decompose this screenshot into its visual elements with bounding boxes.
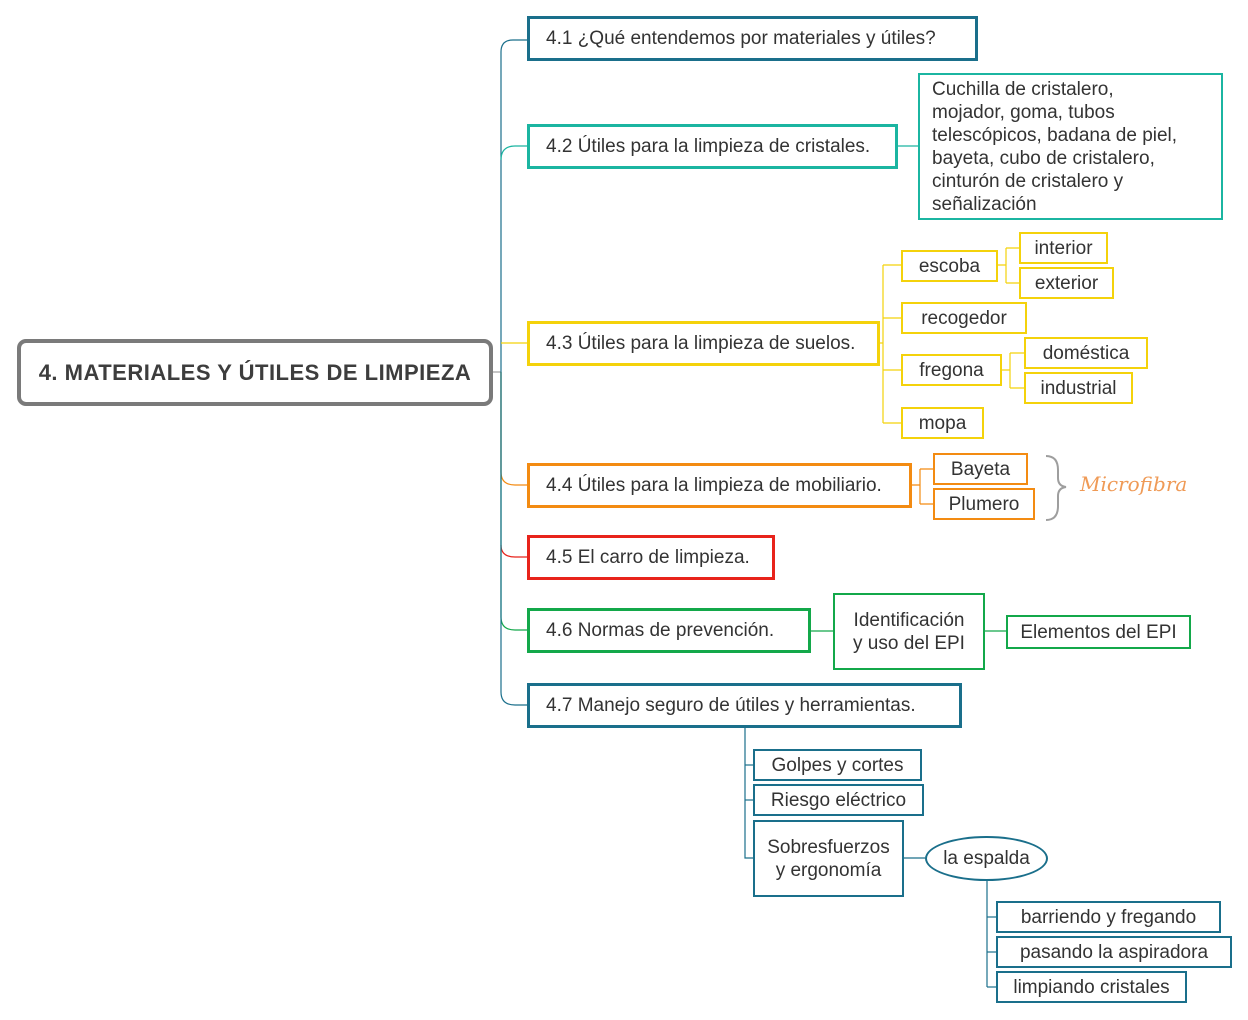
branch-4-4-label: 4.4 Útiles para la limpieza de mobiliari… <box>546 475 882 496</box>
detail-line: cinturón de cristalero y <box>932 170 1124 192</box>
node-bayeta[interactable]: Bayeta <box>933 453 1028 485</box>
node-exterior[interactable]: exterior <box>1019 267 1114 299</box>
node-exterior-label: exterior <box>1034 272 1099 294</box>
node-escoba-label: escoba <box>918 255 981 277</box>
node-fregona[interactable]: fregona <box>901 354 1002 386</box>
node-sobresfuerzos-line1: Sobresfuerzos <box>767 836 890 858</box>
branch-4-6[interactable]: 4.6 Normas de prevención. <box>527 608 811 653</box>
node-riesgo-label: Riesgo eléctrico <box>770 789 907 811</box>
node-recogedor-label: recogedor <box>921 307 1007 329</box>
branch-4-1[interactable]: 4.1 ¿Qué entendemos por materiales y úti… <box>527 16 978 61</box>
branch-4-2[interactable]: 4.2 Útiles para la limpieza de cristales… <box>527 124 898 169</box>
node-elementos-label: Elementos del EPI <box>1020 621 1177 643</box>
cristales-tools-detail[interactable]: Cuchilla de cristalero, mojador, goma, t… <box>918 73 1223 220</box>
node-cristales[interactable]: limpiando cristales <box>996 971 1187 1003</box>
node-domestica-label: doméstica <box>1042 342 1130 364</box>
node-interior[interactable]: interior <box>1019 232 1108 264</box>
node-escoba[interactable]: escoba <box>901 250 998 282</box>
node-fregona-label: fregona <box>919 359 984 381</box>
node-barriendo-label: barriendo y fregando <box>1020 906 1197 928</box>
brace-shape <box>1045 455 1067 521</box>
detail-line: Cuchilla de cristalero, <box>932 78 1114 100</box>
branch-4-1-label: 4.1 ¿Qué entendemos por materiales y úti… <box>546 28 936 49</box>
detail-line: señalización <box>932 193 1037 215</box>
node-sobresfuerzos[interactable]: Sobresfuerzos y ergonomía <box>753 820 904 897</box>
branch-4-7-label: 4.7 Manejo seguro de útiles y herramient… <box>546 695 916 716</box>
node-mopa[interactable]: mopa <box>901 407 984 439</box>
branch-4-7[interactable]: 4.7 Manejo seguro de útiles y herramient… <box>527 683 962 728</box>
detail-line: mojador, goma, tubos <box>932 101 1115 123</box>
node-plumero[interactable]: Plumero <box>933 488 1035 520</box>
node-identificacion-epi[interactable]: Identificación y uso del EPI <box>833 593 985 670</box>
branch-4-6-label: 4.6 Normas de prevención. <box>546 620 775 641</box>
node-plumero-label: Plumero <box>948 493 1020 515</box>
root-topic-label: 4. MATERIALES Y ÚTILES DE LIMPIEZA <box>38 360 472 385</box>
node-golpes-label: Golpes y cortes <box>771 754 904 776</box>
node-recogedor[interactable]: recogedor <box>901 302 1027 334</box>
branch-4-3-label: 4.3 Útiles para la limpieza de suelos. <box>546 333 856 354</box>
node-golpes[interactable]: Golpes y cortes <box>753 749 922 781</box>
node-espalda[interactable]: la espalda <box>925 836 1048 881</box>
node-barriendo[interactable]: barriendo y fregando <box>996 901 1221 933</box>
branch-4-5-label: 4.5 El carro de limpieza. <box>546 547 750 568</box>
branch-4-3[interactable]: 4.3 Útiles para la limpieza de suelos. <box>527 321 880 366</box>
node-riesgo[interactable]: Riesgo eléctrico <box>753 784 924 816</box>
branch-4-4[interactable]: 4.4 Útiles para la limpieza de mobiliari… <box>527 463 912 508</box>
branch-4-2-label: 4.2 Útiles para la limpieza de cristales… <box>546 136 871 157</box>
node-domestica[interactable]: doméstica <box>1024 337 1148 369</box>
node-bayeta-label: Bayeta <box>950 458 1011 480</box>
node-sobresfuerzos-line2: y ergonomía <box>775 859 882 881</box>
detail-line: telescópicos, badana de piel, <box>932 124 1178 146</box>
node-identificacion-line1: Identificación <box>853 609 965 631</box>
node-cristales-label: limpiando cristales <box>1013 976 1170 998</box>
node-identificacion-line2: y uso del EPI <box>853 632 965 654</box>
node-espalda-label: la espalda <box>943 848 1030 869</box>
detail-line: bayeta, cubo de cristalero, <box>932 147 1155 169</box>
node-aspiradora-label: pasando la aspiradora <box>1019 941 1209 963</box>
branch-4-5[interactable]: 4.5 El carro de limpieza. <box>527 535 775 580</box>
node-aspiradora[interactable]: pasando la aspiradora <box>996 936 1232 968</box>
node-interior-label: interior <box>1034 237 1093 259</box>
microfibra-note: Microfibra <box>1080 472 1188 496</box>
node-industrial[interactable]: industrial <box>1024 372 1133 404</box>
root-topic[interactable]: 4. MATERIALES Y ÚTILES DE LIMPIEZA <box>17 339 493 406</box>
node-mopa-label: mopa <box>918 412 967 434</box>
node-industrial-label: industrial <box>1040 377 1117 399</box>
node-elementos-epi[interactable]: Elementos del EPI <box>1006 615 1191 649</box>
